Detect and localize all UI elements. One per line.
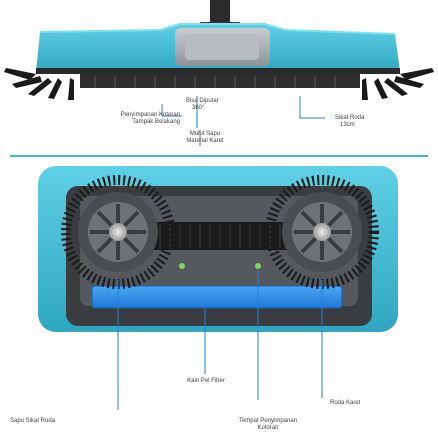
section-divider xyxy=(10,155,428,157)
rubber-material-label: Material Karet xyxy=(186,138,224,144)
top-leader-lines xyxy=(161,96,325,146)
rotatable-label: Bisa Diputar xyxy=(186,98,219,104)
wheel-brush-size-label: 13cm xyxy=(340,122,355,128)
bottom-leader-lines xyxy=(117,270,323,410)
rotation-degrees-label: 360° xyxy=(192,105,205,111)
rubber-wheel-label: Roda Karet xyxy=(330,400,361,406)
rubber-mouth-label: Mulut Sapu xyxy=(189,131,221,137)
fiber-cloth-label: Kain Pel Fiber xyxy=(187,378,225,384)
dust-storage-rear-label: Penyimpanan Kotoran xyxy=(120,112,180,118)
wheel-brush-label: Sikat Roda xyxy=(335,115,365,121)
sweeper-side-view-icon xyxy=(4,0,434,100)
wheel-brush-broom-label: Sapu Sikat Roda xyxy=(10,418,56,424)
dust-storage-label: Tempat Penyimpanan xyxy=(238,418,298,424)
dust-storage-sublabel: Kotoran xyxy=(257,425,279,431)
dust-storage-rear-sublabel: Tampak Belakang xyxy=(132,119,180,125)
sweeper-underside-view-icon xyxy=(38,166,398,332)
